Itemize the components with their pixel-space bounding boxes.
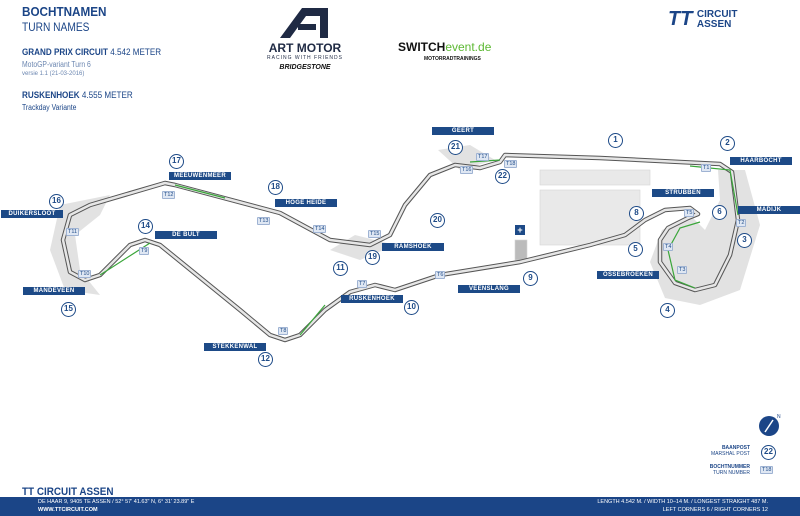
turn-number: T14 (313, 225, 327, 233)
corner-madijk: MADIJK (738, 206, 800, 214)
turn-number: T4 (663, 243, 674, 251)
turn-number: T3 (677, 266, 688, 274)
turn-number: T10 (78, 270, 92, 278)
turn-number: T9 (139, 247, 150, 255)
corner-stekkenwal: STEKKENWAL (204, 343, 266, 351)
compass-icon: N (759, 414, 781, 436)
legend-marshal-en: MARSHAL POST (711, 451, 750, 457)
legend-turn-number: T18 (760, 466, 774, 474)
corner-ossebroeken: OSSEBROEKEN (597, 271, 659, 279)
ruskenhoek-info: RUSKENHOEK 4.555 METER (22, 90, 133, 100)
corner-strubben: STRUBBEN (652, 189, 714, 197)
marshal-post: 1 (608, 133, 623, 148)
corner-ruskenhoek: RUSKENHOEK (341, 295, 403, 303)
rk-variant: Trackday Variante (22, 103, 77, 112)
turn-number: T18 (504, 160, 518, 168)
turn-number: T13 (257, 217, 271, 225)
medical-cross-icon: + (515, 225, 525, 235)
legend-turn-nl: BOCHTNUMMER (709, 464, 750, 470)
marshal-post: 18 (268, 180, 283, 195)
marshal-post: 10 (404, 300, 419, 315)
switch-event-text: event.de (445, 40, 492, 54)
marshal-post: 12 (258, 352, 273, 367)
turn-number: T7 (357, 280, 368, 288)
turn-number: T15 (368, 230, 382, 238)
footer-address: DE HAAR 9, 9405 TE ASSEN / 52° 57' 41.63… (38, 499, 195, 505)
marshal-post: 21 (448, 140, 463, 155)
tt-circuit-text: CIRCUIT (696, 9, 738, 20)
corner-geert-timmerbocht: GEERT TIMMERBOCHT (432, 127, 494, 142)
legend-turn-en: TURN NUMBER (713, 470, 750, 476)
marshal-post: 15 (61, 302, 76, 317)
switch-text: SWITCH (398, 40, 446, 54)
corner-veenslang: VEENSLANG (458, 285, 520, 293)
turn-number: T6 (435, 271, 446, 279)
corner-hoge-heide: HOGE HEIDE (275, 199, 337, 207)
marshal-post: 11 (333, 261, 348, 276)
marshal-post: 16 (49, 194, 64, 209)
rk-label: RUSKENHOEK (22, 90, 80, 100)
footer-title: TT CIRCUIT ASSEN (22, 486, 114, 498)
marshal-post: 14 (138, 219, 153, 234)
corner-mandeveen: MANDEVEEN (23, 287, 85, 295)
gp-length: 4.542 METER (110, 47, 162, 57)
marshal-post: 9 (523, 271, 538, 286)
footer-website-link[interactable]: WWW.TTCIRCUIT.COM (38, 507, 98, 513)
turn-number: T12 (162, 191, 176, 199)
version: versie 1.1 (21-03-2016) (22, 71, 85, 77)
footer-bar (0, 497, 800, 516)
footer-stats: LENGTH 4.542 M. / WIDTH 10–14 M. / LONGE… (597, 499, 768, 505)
corner-de-bult: DE BULT (155, 231, 217, 239)
corner-ramshoek: RAMSHOEK (382, 243, 444, 251)
turn-number: T2 (736, 219, 747, 227)
marshal-post: 20 (430, 213, 445, 228)
footer-corners: LEFT CORNERS 6 / RIGHT CORNERS 12 (662, 507, 768, 513)
page-subtitle: TURN NAMES (22, 20, 90, 34)
buildings (514, 169, 651, 261)
corner-haarbocht: HAARBOCHT (730, 157, 792, 165)
art-motor-logo: ART MOTOR RACING WITH FRIENDS BRIDGESTON… (250, 4, 360, 80)
marshal-post: 5 (628, 242, 643, 257)
marshal-post: 2 (720, 136, 735, 151)
legend-marshal-post: 22 (761, 445, 776, 460)
bridgestone-logo: BRIDGESTONE (279, 64, 331, 71)
rk-length: 4.555 METER (81, 90, 133, 100)
turn-number: T8 (278, 327, 289, 335)
marshal-post: 6 (712, 205, 727, 220)
runoff-areas (50, 145, 760, 305)
marshal-post: 17 (169, 154, 184, 169)
gp-circuit-info: GRAND PRIX CIRCUIT 4.542 METER (22, 47, 161, 57)
turn-number: T17 (476, 153, 490, 161)
art-motor-tag: RACING WITH FRIENDS (267, 55, 343, 61)
page-title: BOCHTNAMEN (22, 4, 107, 19)
switch-event-logo: SWITCHevent.de MOTORRADTRAININGS (398, 38, 491, 62)
legend-marshal-nl: BAANPOST (721, 445, 750, 451)
marshal-post: 3 (737, 233, 752, 248)
tt-assen-text: ASSEN (696, 19, 732, 30)
corner-meeuwenmeer: MEEUWENMEER (169, 172, 231, 180)
art-motor-text: ART MOTOR (268, 41, 342, 55)
gp-variant: MotoGP-variant Turn 6 (22, 60, 91, 69)
svg-text:N: N (777, 414, 781, 420)
turn-number: T16 (460, 166, 474, 174)
marshal-post: 4 (660, 303, 675, 318)
gp-label: GRAND PRIX CIRCUIT (22, 47, 108, 57)
marshal-post: 22 (495, 169, 510, 184)
marshal-post: 19 (365, 250, 380, 265)
switch-tag: MOTORRADTRAININGS (424, 56, 481, 62)
turn-number: T5 (684, 209, 695, 217)
turn-number: T11 (66, 228, 80, 236)
marshal-post: 8 (629, 206, 644, 221)
corner-duikersloot: DUIKERSLOOT (1, 210, 63, 218)
turn-number: T1 (701, 164, 712, 172)
tt-text: TT (668, 8, 693, 30)
